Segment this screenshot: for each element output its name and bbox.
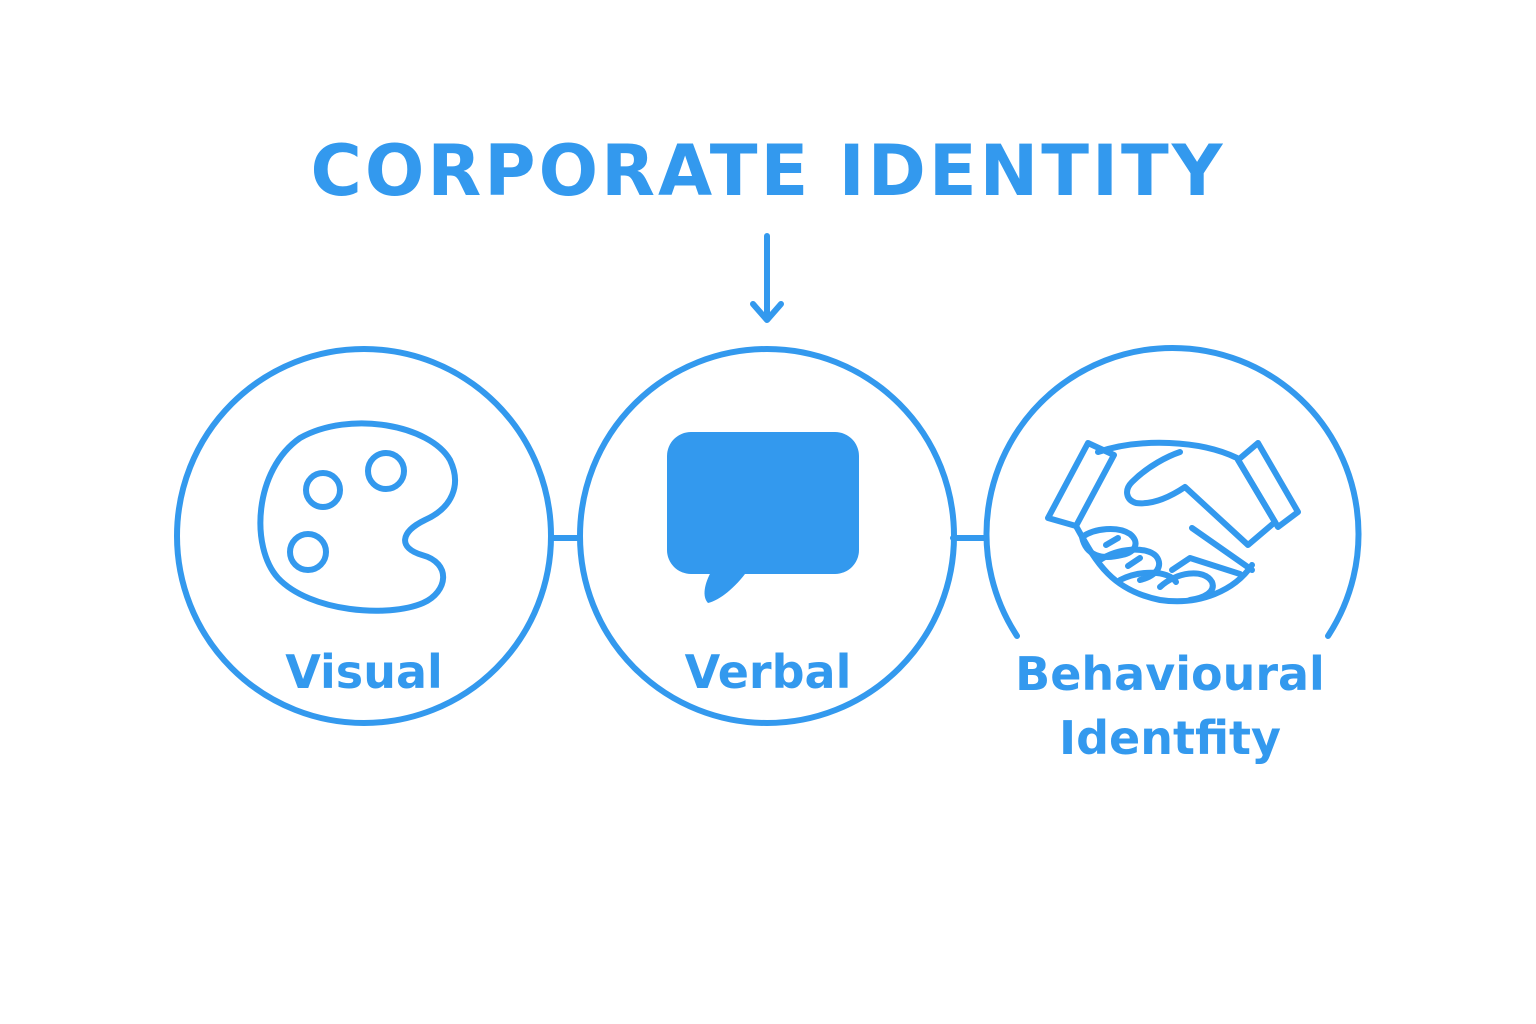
visual-circle (174, 346, 554, 726)
node-label-behavioural-line2: Identfity (1058, 711, 1282, 765)
node-label-visual: Visual (285, 645, 443, 699)
palette-icon (257, 420, 458, 614)
down-arrow (750, 233, 784, 323)
handshake-icon (1045, 439, 1301, 605)
node-label-verbal: Verbal (684, 645, 852, 699)
node-label-behavioural: Behavioural Identfity (1010, 642, 1330, 770)
behaviour-arc (983, 345, 1362, 639)
node-label-behavioural-line1: Behavioural (1015, 647, 1325, 701)
diagram-title: CORPORATE IDENTITY (310, 130, 1226, 212)
verbal-circle (577, 346, 957, 726)
speech-bubble-icon (667, 432, 859, 603)
